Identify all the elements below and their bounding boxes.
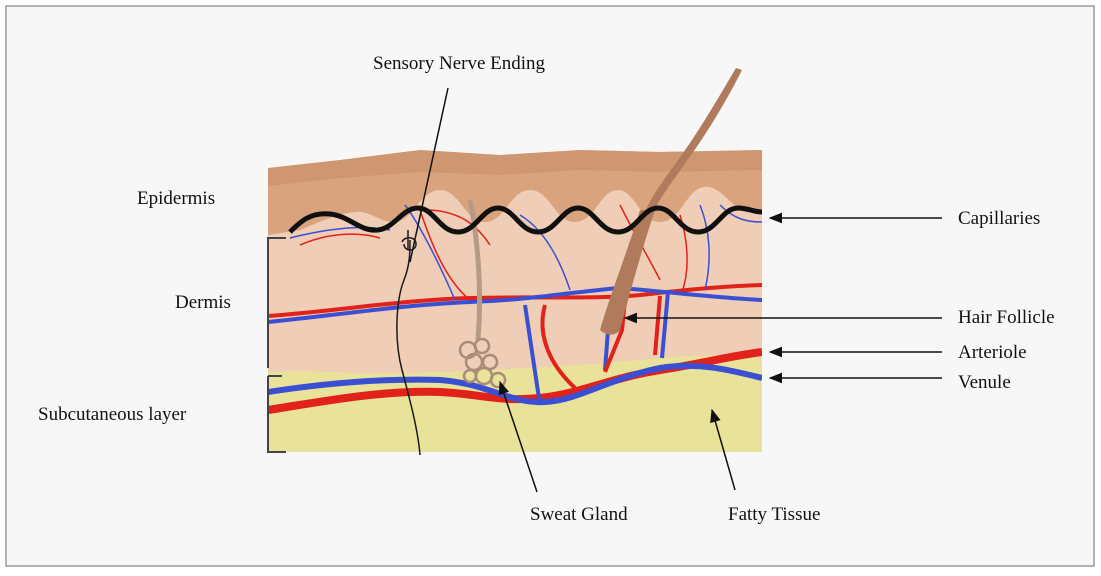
label-capillaries: Capillaries [958, 209, 1040, 228]
label-sensory-nerve-ending: Sensory Nerve Ending [373, 54, 545, 73]
label-venule: Venule [958, 373, 1011, 392]
label-epidermis: Epidermis [137, 189, 215, 208]
label-dermis: Dermis [175, 293, 231, 312]
label-sweat-gland: Sweat Gland [530, 505, 628, 524]
skin-cross-section [268, 150, 762, 455]
label-fatty-tissue: Fatty Tissue [728, 505, 820, 524]
label-arteriole: Arteriole [958, 343, 1027, 362]
label-subcutaneous-layer: Subcutaneous layer [38, 405, 186, 424]
label-hair-follicle: Hair Follicle [958, 308, 1055, 327]
